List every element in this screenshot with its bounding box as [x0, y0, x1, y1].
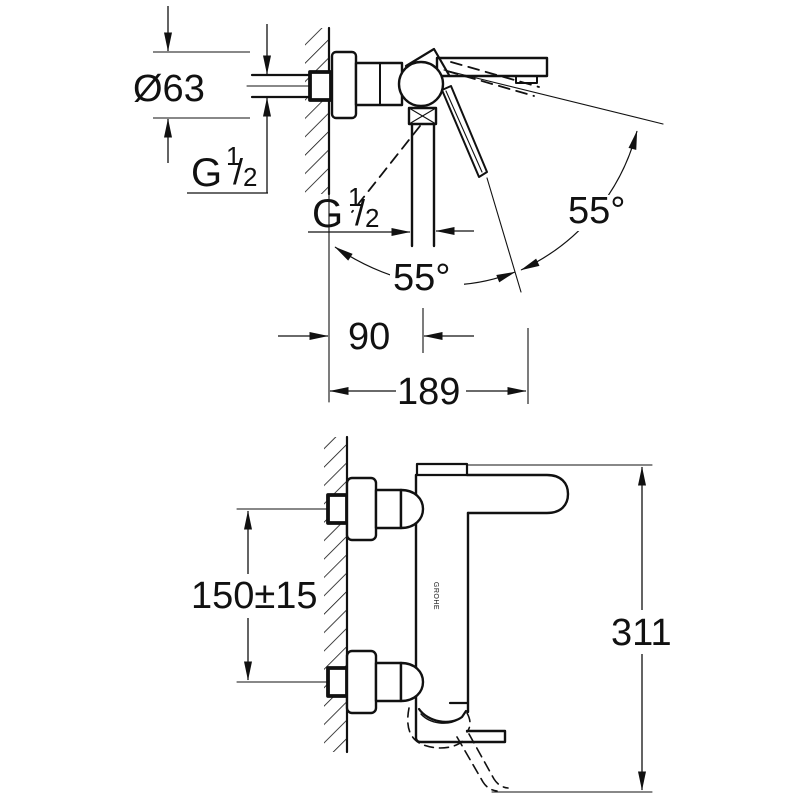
dimension-angle-arcs	[334, 130, 638, 296]
offset-90-label: 90	[348, 316, 390, 358]
lower-wall-union	[326, 649, 425, 715]
spacing-150-label: 150±15	[191, 575, 318, 617]
outlet-thread-denominator: 2	[365, 203, 379, 233]
outlet-thread-prefix: G	[312, 192, 343, 236]
wall-hatching	[305, 26, 331, 403]
lever-handle-front	[465, 473, 570, 515]
mixer-body-side	[354, 47, 549, 248]
spout-angle-label: 55°	[568, 190, 625, 232]
outlet-thread-numerator: 1	[348, 182, 362, 212]
wall-thread-denominator: 2	[243, 162, 257, 192]
handle-angle-label: 55°	[393, 257, 450, 299]
escutcheon	[330, 50, 358, 120]
label-mask	[390, 258, 464, 296]
wall-thread-prefix: G	[191, 151, 222, 195]
spout-bowl	[417, 707, 468, 723]
label-mask	[564, 195, 636, 231]
lower-view-dimensions	[244, 466, 646, 791]
wall-hatching-lower	[324, 435, 349, 754]
wall-thread-numerator: 1	[226, 141, 240, 171]
upper-view-dimensions	[153, 6, 638, 404]
dimension-outlet-thread	[308, 227, 474, 236]
dimension-189	[329, 328, 529, 404]
reach-189-label: 189	[397, 371, 460, 413]
lever-base	[404, 47, 451, 77]
wall-union-side	[246, 50, 358, 120]
drawing-labels: Ø63 G 1 / 2 G 1 / 2 55° 55° 90 189 150±1…	[133, 68, 672, 654]
water-stream-dashed	[456, 733, 509, 792]
wall-thread-slash: /	[233, 151, 243, 192]
dimension-90	[278, 308, 474, 353]
thread-block	[308, 70, 333, 102]
height-311-label: 311	[611, 612, 672, 654]
grohe-logo-text: GROHE	[432, 582, 439, 610]
dimension-wall-thread	[187, 24, 271, 194]
diameter-dimension-label: Ø63	[133, 68, 205, 110]
upper-side-view	[246, 26, 664, 403]
spout-side	[435, 56, 549, 78]
upper-wall-union	[326, 476, 425, 542]
dimension-diameter-63	[153, 6, 250, 163]
cartridge-cap	[415, 462, 469, 477]
outlet-thread-slash: /	[355, 192, 365, 233]
lower-mounted-view	[236, 435, 653, 793]
lever-ball-joint	[397, 60, 445, 108]
mixer-body-front	[407, 462, 653, 793]
alternate-position-lines	[351, 61, 664, 293]
